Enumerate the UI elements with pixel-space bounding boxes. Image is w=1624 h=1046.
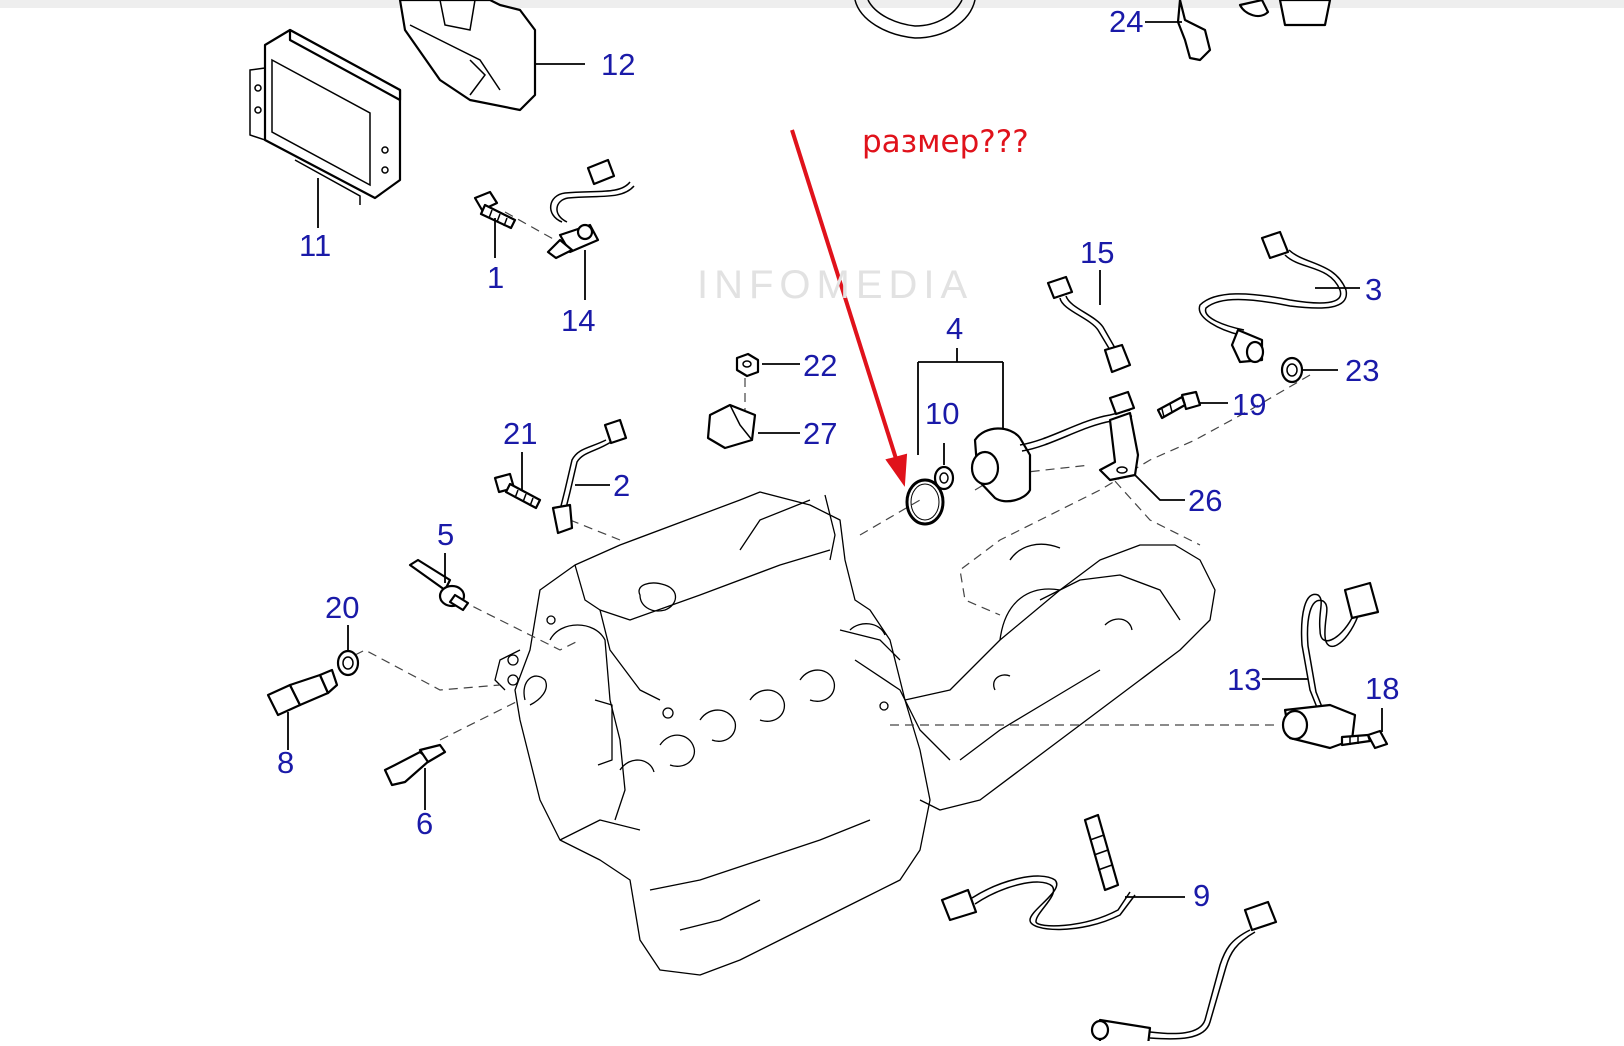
callout-1: 1 [487, 260, 505, 295]
callout-18: 18 [1365, 671, 1400, 706]
callout-15: 15 [1080, 235, 1115, 270]
part-18-bolt [1340, 708, 1389, 750]
part-1-bolt [473, 190, 517, 258]
guide-lines [354, 211, 1311, 741]
part-20-washer [336, 625, 360, 677]
part-top-round [854, 0, 976, 39]
part-4-sensor [917, 348, 1136, 503]
callout-23: 23 [1345, 353, 1380, 388]
callout-8: 8 [277, 745, 295, 780]
callout-13: 13 [1227, 662, 1262, 697]
annotation-arrow [790, 129, 908, 487]
part-10-washer [933, 443, 955, 491]
callout-19: 19 [1232, 387, 1267, 422]
callout-5: 5 [437, 517, 455, 552]
callout-2: 2 [613, 468, 631, 503]
engine-block [494, 491, 1216, 976]
annotation-text: размер??? [862, 124, 1029, 160]
part-27-sensor [706, 403, 800, 450]
part-o2-sensor-2 [1090, 900, 1278, 1046]
callout-9: 9 [1193, 878, 1211, 913]
part-5-sensor [408, 553, 470, 612]
watermark: INFOMEDIA [697, 263, 974, 307]
callout-24: 24 [1109, 4, 1144, 39]
callout-26: 26 [1188, 483, 1223, 518]
callout-6: 6 [416, 806, 434, 841]
part-12-bracket [398, 0, 585, 112]
part-15-harness [1046, 270, 1132, 374]
callout-21: 21 [503, 416, 538, 451]
callout-27: 27 [803, 416, 838, 451]
callout-10: 10 [925, 396, 960, 431]
part-3-sensor [1198, 230, 1360, 364]
part-23-washer [1280, 356, 1338, 384]
callout-11: 11 [299, 228, 332, 263]
part-21-bolt [493, 452, 542, 510]
callout-12: 12 [601, 47, 636, 82]
part-9-o2-sensor [940, 813, 1185, 931]
callout-3: 3 [1365, 272, 1383, 307]
callout-14: 14 [561, 303, 596, 338]
part-24-clip [1145, 0, 1332, 62]
part-oring [905, 478, 945, 526]
part-11-ecu [249, 28, 402, 228]
callout-20: 20 [325, 590, 360, 625]
top-edge [0, 0, 1624, 8]
part-6-sensor [383, 743, 447, 810]
callout-4: 4 [946, 311, 964, 346]
part-2-sensor [551, 418, 628, 535]
part-8-sensor [266, 668, 339, 750]
part-14-sensor [546, 158, 635, 300]
part-19-bolt [1156, 390, 1228, 420]
callout-22: 22 [803, 348, 838, 383]
part-13-sensor [1262, 581, 1380, 750]
part-22-nut [735, 352, 800, 378]
part-26-bracket [1098, 411, 1185, 501]
